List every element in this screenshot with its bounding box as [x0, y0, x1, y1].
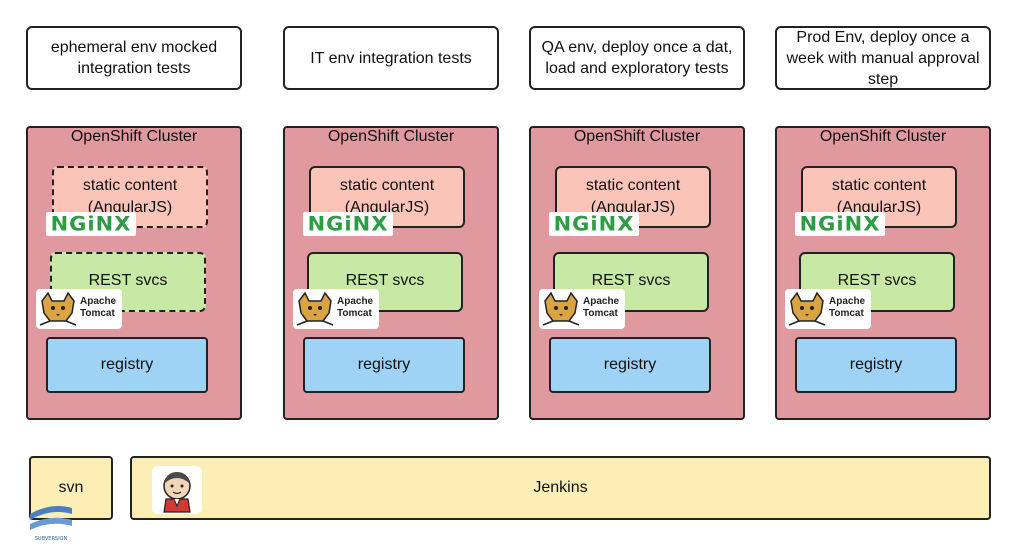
registry-box: registry	[795, 337, 957, 393]
env-description-it: IT env integration tests	[283, 26, 499, 90]
openshift-cluster-ephemeral: OpenShift Cluster static content (Angula…	[26, 126, 242, 420]
registry-box: registry	[549, 337, 711, 393]
env-description-qa: QA env, deploy once a dat, load and expl…	[529, 26, 745, 90]
nginx-logo-icon: NGiNX	[303, 212, 393, 236]
cluster-title: OpenShift Cluster	[819, 128, 947, 145]
openshift-cluster-prod: OpenShift Cluster static content (Angula…	[775, 126, 991, 420]
registry-label: registry	[100, 356, 154, 373]
nginx-logo-icon: NGiNX	[549, 212, 639, 236]
static-content-framework: (AngularJS)	[836, 199, 922, 216]
openshift-cluster-qa: OpenShift Cluster static content (Angula…	[529, 126, 745, 420]
jenkins-box: Jenkins	[130, 456, 991, 520]
env-description-ephemeral: ephemeral env mocked integration tests	[26, 26, 242, 90]
registry-label: registry	[603, 356, 657, 373]
tomcat-cat-icon	[39, 291, 77, 326]
cluster-title: OpenShift Cluster	[573, 128, 701, 145]
static-content-framework: (AngularJS)	[87, 199, 173, 216]
env-description-text: ephemeral env mocked integration tests	[50, 39, 218, 77]
tomcat-label-line2: Tomcat	[337, 308, 372, 319]
tomcat-label-line1: Apache	[829, 296, 866, 307]
registry-label: registry	[357, 356, 411, 373]
static-content-label: static content	[585, 177, 681, 194]
rest-svcs-label: REST svcs	[591, 272, 671, 289]
rest-svcs-label: REST svcs	[88, 272, 168, 289]
rest-svcs-label: REST svcs	[837, 272, 917, 289]
registry-box: registry	[46, 337, 208, 393]
static-content-label: static content	[82, 177, 178, 194]
tomcat-cat-icon	[788, 291, 826, 326]
tomcat-label-line2: Tomcat	[80, 308, 115, 319]
static-content-framework: (AngularJS)	[344, 199, 430, 216]
registry-box: registry	[303, 337, 465, 393]
svn-label: svn	[58, 479, 84, 496]
tomcat-label-line1: Apache	[80, 296, 117, 307]
subversion-logo-icon: SUBVERSION	[30, 506, 72, 542]
env-description-text: IT env integration tests	[310, 49, 472, 67]
openshift-cluster-it: OpenShift Cluster static content (Angula…	[283, 126, 499, 420]
env-description-text: QA env, deploy once a dat, load and expl…	[541, 39, 733, 77]
apache-tomcat-logo-icon: Apache Tomcat	[785, 289, 871, 329]
apache-tomcat-logo-icon: Apache Tomcat	[293, 289, 379, 329]
env-description-text: Prod Env, deploy once a week with manual…	[786, 28, 980, 88]
nginx-logo-icon: NGiNX	[46, 212, 136, 236]
jenkins-label: Jenkins	[533, 479, 588, 496]
apache-tomcat-logo-icon: Apache Tomcat	[36, 289, 122, 329]
tomcat-label-line1: Apache	[583, 296, 620, 307]
static-content-label: static content	[339, 177, 435, 194]
subversion-logo-text: SUBVERSION	[35, 536, 68, 542]
env-description-prod: Prod Env, deploy once a week with manual…	[775, 26, 991, 90]
nginx-logo-icon: NGiNX	[795, 212, 885, 236]
cluster-title: OpenShift Cluster	[70, 128, 198, 145]
tomcat-cat-icon	[296, 291, 334, 326]
tomcat-label-line1: Apache	[337, 296, 374, 307]
rest-svcs-label: REST svcs	[345, 272, 425, 289]
apache-tomcat-logo-icon: Apache Tomcat	[539, 289, 625, 329]
tomcat-label-line2: Tomcat	[829, 308, 864, 319]
rest-svcs-box: REST svcs	[553, 252, 709, 312]
static-content-framework: (AngularJS)	[590, 199, 676, 216]
registry-label: registry	[849, 356, 903, 373]
jenkins-logo-icon	[152, 466, 202, 514]
tomcat-label-line2: Tomcat	[583, 308, 618, 319]
static-content-label: static content	[831, 177, 927, 194]
cluster-title: OpenShift Cluster	[327, 128, 455, 145]
rest-svcs-box: REST svcs	[307, 252, 463, 312]
tomcat-cat-icon	[542, 291, 580, 326]
